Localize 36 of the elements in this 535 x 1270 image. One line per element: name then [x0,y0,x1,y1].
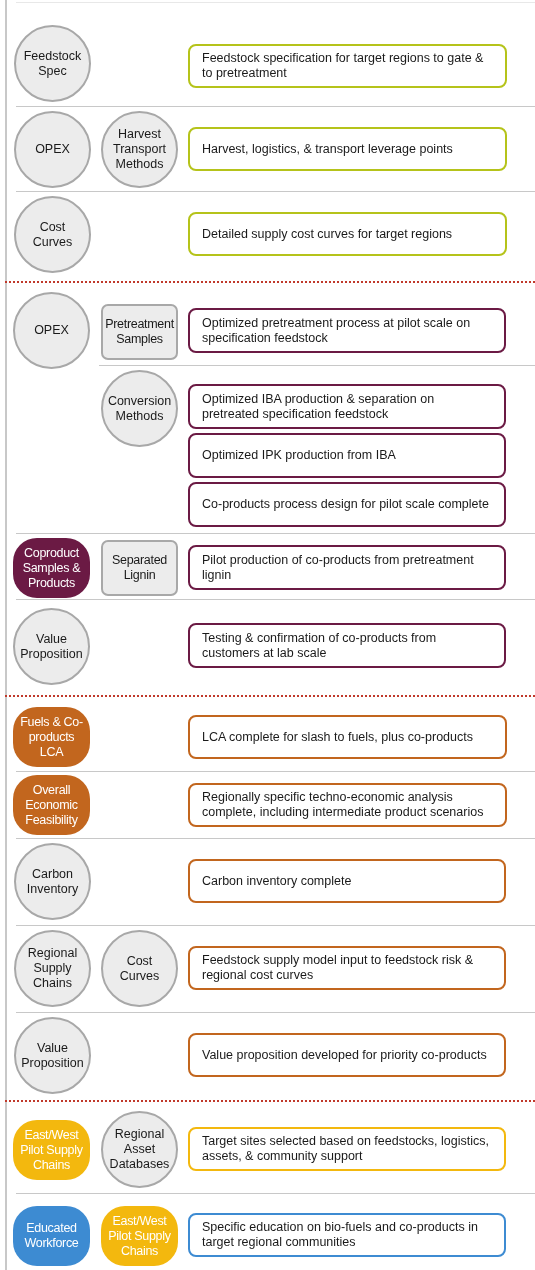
topic-circle: Harvest Transport Methods [101,111,178,188]
milestone-box: Carbon inventory complete [188,859,506,903]
milestone-box: Feedstock supply model input to feedstock risk & regional cost curves [188,946,506,990]
topic-circle: Conversion Methods [101,370,178,447]
milestone-box: Value proposition developed for priority co-products [188,1033,506,1077]
milestone-box: Pilot production of co-products from pretreatment lignin [188,545,506,590]
topic-circle: Cost Curves [14,196,91,273]
milestone-box: Optimized IBA production & separation on pretreated specification feedstock [188,384,506,429]
milestone-box: Feedstock specification for target regions to gate & to pretreatment [188,44,507,88]
milestone-box: Regionally specific techno-economic analysis complete, including intermediate product scenarios [188,783,507,827]
milestone-box: Specific education on bio-fuels and co-products in target regional communities [188,1213,506,1257]
milestone-box: Optimized IPK production from IBA [188,433,506,478]
milestone-box: Target sites selected based on feedstocks, logistics, assets, & community support [188,1127,506,1171]
topic-circle: Regional Asset Databases [101,1111,178,1188]
topic-badge: East/West Pilot Supply Chains [101,1206,178,1266]
topic-tag: Pretreatment Samples [101,304,178,360]
milestone-box: LCA complete for slash to fuels, plus co-products [188,715,507,759]
topic-circle: Carbon Inventory [14,843,91,920]
topic-badge: Educated Workforce [13,1206,90,1266]
topic-badge: East/West Pilot Supply Chains [13,1120,90,1180]
topic-badge: Overall Economic Feasibility [13,775,90,835]
topic-badge: Fuels & Co-products LCA [13,707,90,767]
milestone-box: Co-products process design for pilot scale complete [188,482,506,527]
milestone-box: Harvest, logistics, & transport leverage points [188,127,507,171]
topic-circle: Value Proposition [13,608,90,685]
topic-circle: Regional Supply Chains [14,930,91,1007]
topic-circle: Feedstock Spec [14,25,91,102]
topic-badge: Coproduct Samples & Products [13,538,90,598]
topic-circle: Cost Curves [101,930,178,1007]
topic-circle: Value Proposition [14,1017,91,1094]
topic-tag: Separated Lignin [101,540,178,596]
topic-circle: OPEX [14,111,91,188]
topic-circle: OPEX [13,292,90,369]
milestone-box: Testing & confirmation of co-products from customers at lab scale [188,623,506,668]
milestone-box: Detailed supply cost curves for target regions [188,212,507,256]
milestone-box: Optimized pretreatment process at pilot scale on specification feedstock [188,308,506,353]
